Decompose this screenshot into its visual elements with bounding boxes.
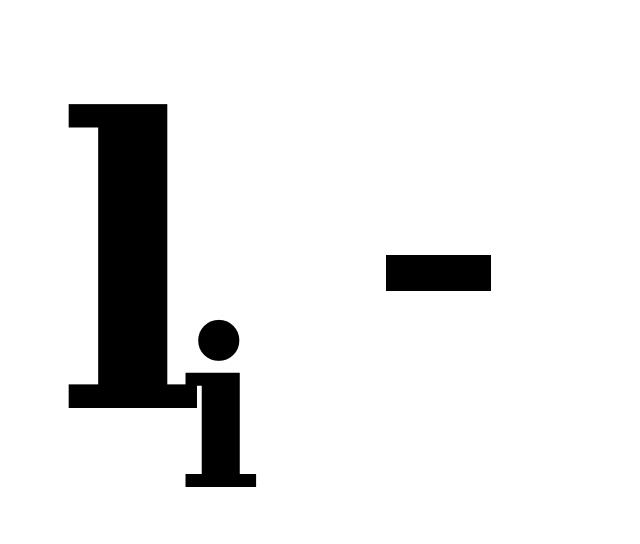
subscript-symbol: i [178,280,262,539]
minus-sign [386,255,491,291]
base-symbol: l [55,33,207,503]
